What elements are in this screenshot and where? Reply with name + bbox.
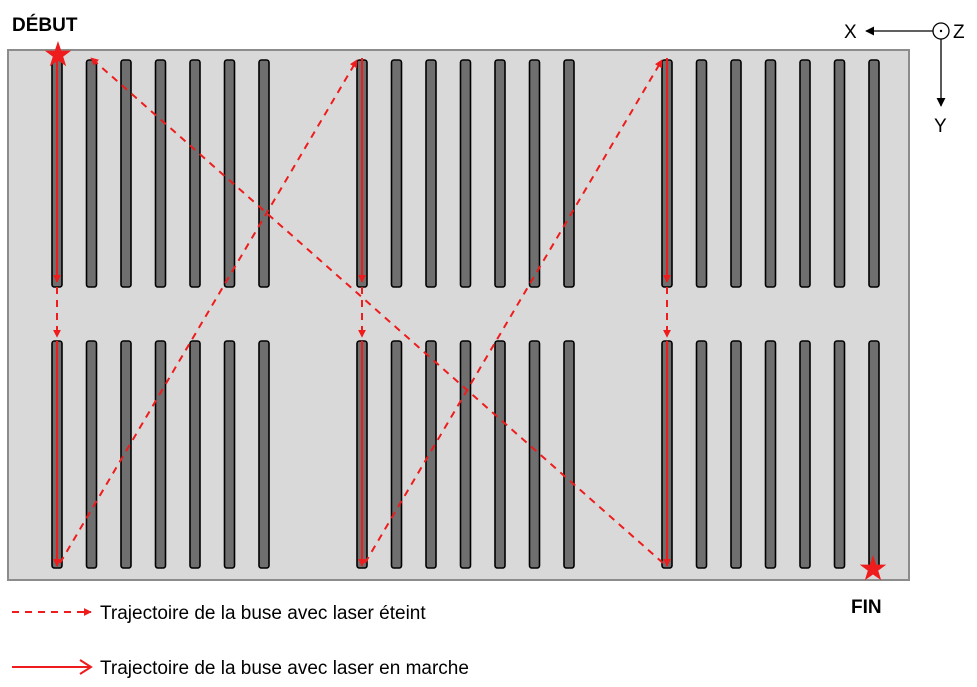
end-star-icon <box>859 555 887 581</box>
track <box>730 340 742 569</box>
track <box>223 59 236 288</box>
track <box>258 59 270 288</box>
z-axis-dot <box>939 29 943 33</box>
track <box>764 59 777 288</box>
track <box>425 340 437 569</box>
track <box>528 59 541 288</box>
track <box>459 59 472 288</box>
start-label: DÉBUT <box>12 14 78 36</box>
track <box>563 59 575 288</box>
track <box>85 59 98 288</box>
track <box>494 59 506 288</box>
track <box>695 59 708 288</box>
track <box>563 340 575 569</box>
track <box>799 340 811 569</box>
track <box>833 59 846 288</box>
track <box>120 59 132 288</box>
track <box>85 340 98 569</box>
track <box>833 340 846 569</box>
start-star-icon <box>44 41 72 67</box>
track <box>154 340 167 569</box>
legend-laser-on-label: Trajectoire de la buse avec laser en mar… <box>100 658 469 679</box>
track <box>459 340 472 569</box>
track <box>868 59 880 288</box>
z-axis-label: Z <box>953 22 965 43</box>
track <box>799 59 811 288</box>
track <box>189 59 201 288</box>
track-group <box>51 59 880 569</box>
track <box>258 340 270 569</box>
y-axis-label: Y <box>934 116 947 137</box>
legend-laser-on-arrowhead <box>79 659 93 675</box>
track <box>223 340 236 569</box>
laser-off-path <box>90 57 664 564</box>
track <box>390 340 403 569</box>
track <box>868 340 880 569</box>
laser-off-path <box>59 59 358 564</box>
track <box>494 340 506 569</box>
legend-laser-off-label: Trajectoire de la buse avec laser éteint <box>100 603 426 624</box>
axis-indicator: X Z Y <box>844 22 965 137</box>
track <box>154 59 167 288</box>
x-axis-label: X <box>844 22 857 43</box>
track <box>695 340 708 569</box>
nozzle-path-group <box>53 57 671 567</box>
end-label: FIN <box>851 597 882 618</box>
legend: Trajectoire de la buse avec laser éteint… <box>12 603 469 679</box>
track <box>730 59 742 288</box>
track <box>189 340 201 569</box>
laser-off-path <box>364 59 663 564</box>
track <box>390 59 403 288</box>
track <box>764 340 777 569</box>
track <box>528 340 541 569</box>
track <box>120 340 132 569</box>
track <box>425 59 437 288</box>
